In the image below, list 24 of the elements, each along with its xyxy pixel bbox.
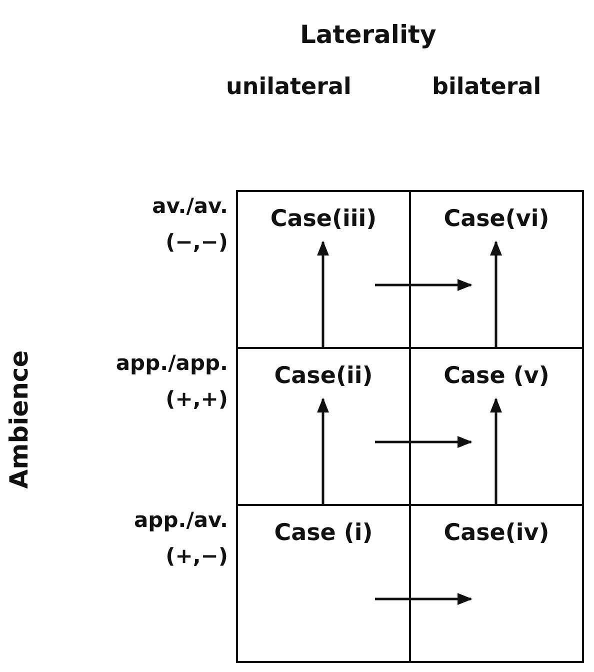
- table-cell: [236, 504, 411, 663]
- arrow: [490, 240, 502, 349]
- arrow: [375, 436, 472, 448]
- arrow: [317, 240, 329, 349]
- arrow: [490, 398, 502, 506]
- case-label: Case (i): [273, 520, 374, 546]
- row-header: app./app. (+,+): [115, 350, 228, 413]
- case-label: Case(ii): [273, 363, 374, 389]
- case-label: Case (v): [442, 363, 550, 389]
- table-cell: [409, 190, 584, 349]
- case-label: Case(iv): [442, 520, 550, 546]
- case-label: Case(iii): [269, 206, 378, 232]
- column-header: unilateral: [226, 74, 352, 100]
- axis-title: Laterality: [300, 20, 436, 49]
- table-cell: [236, 190, 411, 349]
- arrow: [375, 593, 472, 605]
- arrow: [317, 398, 329, 506]
- column-header: bilateral: [432, 74, 542, 100]
- arrow: [375, 279, 472, 291]
- row-header: av./av. (−,−): [151, 193, 228, 256]
- row-header: app./av. (+,−): [132, 507, 228, 570]
- case-label: Case(vi): [442, 206, 550, 232]
- axis-title: Ambience: [4, 350, 34, 489]
- table-cell: [409, 504, 584, 663]
